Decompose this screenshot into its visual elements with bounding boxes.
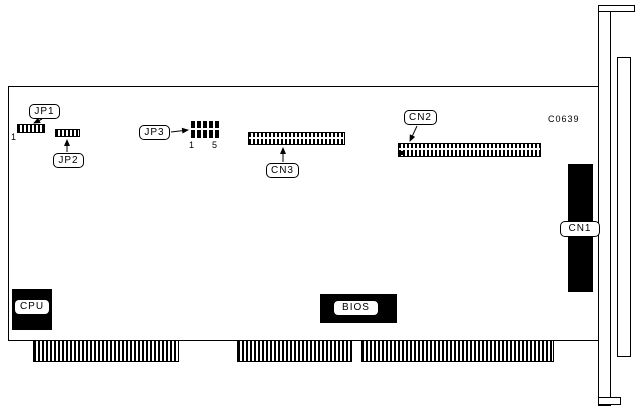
- jp3-label: JP3: [139, 125, 170, 140]
- jp3-pin5-marker: 5: [212, 140, 218, 150]
- part-number: C0639: [548, 114, 580, 124]
- edge-connector-fingers-right: [361, 340, 554, 362]
- edge-connector-fingers-mid: [237, 340, 352, 362]
- cn3-label: CN3: [266, 163, 299, 178]
- jp2-label: JP2: [53, 153, 84, 168]
- jp1-pin1-marker: 1: [11, 132, 17, 142]
- cn2-label: CN2: [404, 110, 437, 125]
- cn2-pin1-marker: [400, 151, 404, 155]
- cpu-label: CPU: [14, 299, 50, 315]
- cn1-label: CN1: [560, 221, 600, 237]
- bios-label: BIOS: [333, 300, 379, 316]
- jp1-label: JP1: [29, 104, 60, 119]
- jp2-header: [55, 129, 80, 137]
- cn3-header: [248, 132, 345, 145]
- jp3-pin1-marker: 1: [189, 140, 195, 150]
- jp1-header: [17, 124, 45, 133]
- bracket-top-tab: [598, 5, 635, 12]
- bracket-bottom-tab: [598, 397, 621, 405]
- edge-connector-fingers-left: [33, 340, 179, 362]
- pcb-board-outline: [8, 86, 601, 341]
- cn2-header: [398, 143, 541, 157]
- bracket-outer-strip: [617, 57, 631, 357]
- jp3-header: [191, 121, 219, 138]
- bracket-strip: [598, 5, 611, 406]
